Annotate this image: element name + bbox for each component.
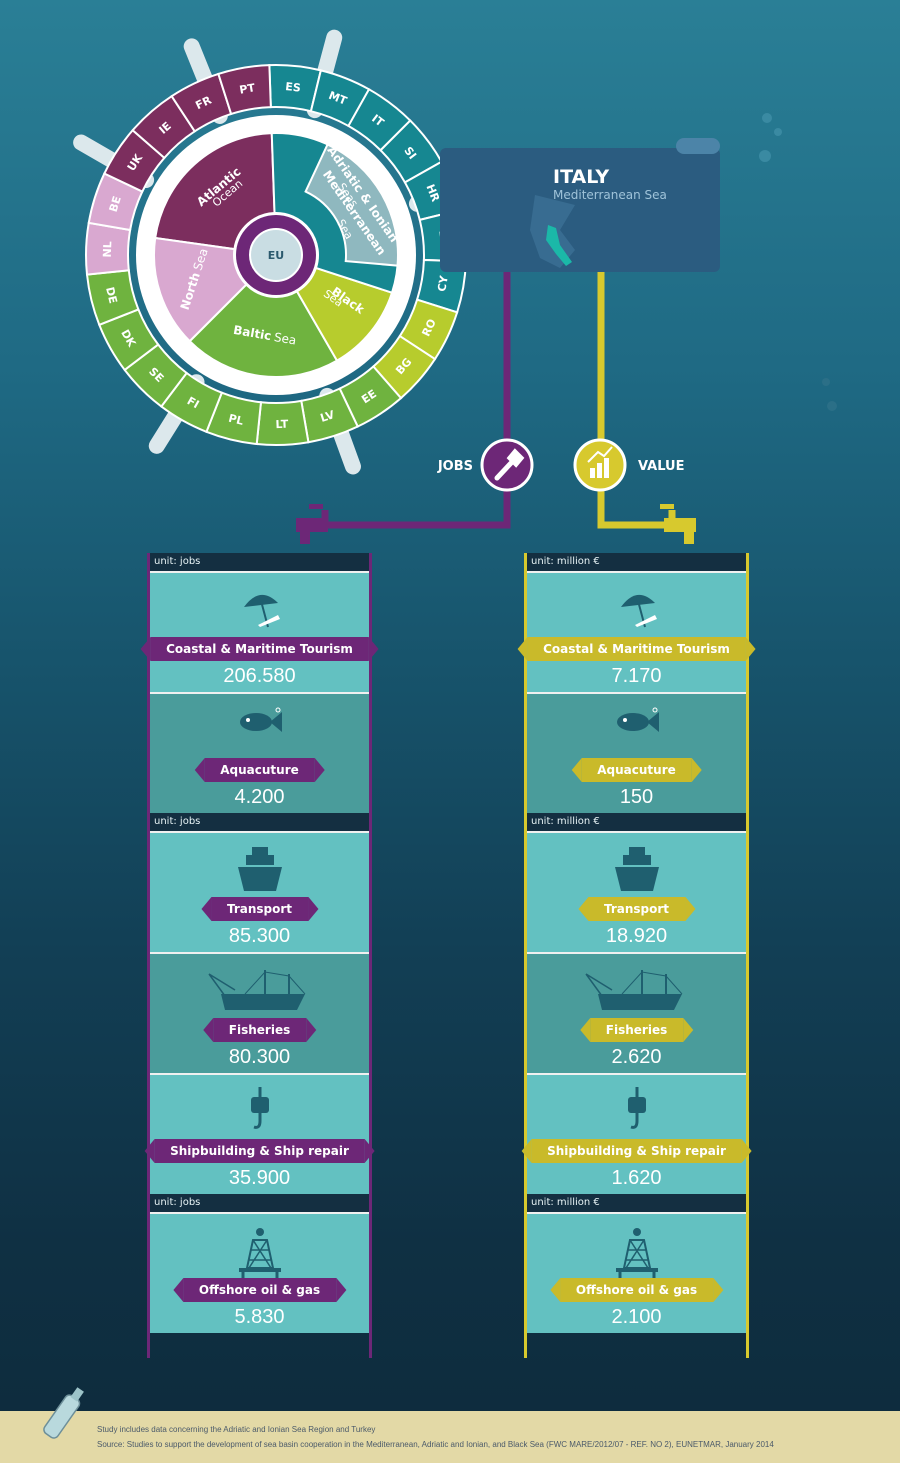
country-label: BE bbox=[107, 195, 124, 214]
basin-segment bbox=[153, 236, 248, 343]
country-sea: Mediterranean Sea bbox=[553, 188, 667, 202]
basin-segment bbox=[304, 143, 399, 267]
sector-label: Aquacuture bbox=[571, 758, 702, 782]
ship-wheel: ESMTITSIHRELCYROBGEELVLTPLFISEDKDENLBEUK… bbox=[73, 29, 837, 544]
sector-card: Coastal & Maritime Tourism 7.170 bbox=[517, 571, 756, 692]
value-label: VALUE bbox=[638, 459, 685, 474]
country-label: FI bbox=[185, 394, 201, 411]
sector-card: Aquacuture 150 bbox=[527, 692, 746, 813]
unit-label: unit: million € bbox=[527, 553, 746, 571]
value-faucet-icon bbox=[660, 504, 696, 544]
fishing-boat-icon bbox=[582, 966, 692, 1018]
sector-value: 85.300 bbox=[228, 925, 291, 947]
unit-label: unit: million € bbox=[527, 1194, 746, 1212]
sector-value: 5.830 bbox=[234, 1306, 285, 1328]
sector-label: Fisheries bbox=[202, 1018, 317, 1042]
sector-value: 1.620 bbox=[611, 1167, 662, 1189]
eu-globe-icon bbox=[249, 228, 303, 282]
oil-platform-icon bbox=[235, 1226, 285, 1284]
sector-label: Fisheries bbox=[579, 1018, 694, 1042]
sector-card: Fisheries 80.300 bbox=[150, 952, 369, 1073]
sector-value: 150 bbox=[619, 786, 654, 808]
unit-label: unit: jobs bbox=[150, 813, 369, 831]
eu-label: EU bbox=[268, 249, 284, 262]
beach-umbrella-icon bbox=[615, 585, 659, 633]
country-label: DE bbox=[103, 286, 120, 305]
oil-platform-icon bbox=[612, 1226, 662, 1284]
italy-map-icon bbox=[546, 225, 572, 266]
basin-segment bbox=[188, 283, 339, 378]
sea-basin-ring: AtlanticNorthSeaBalticSeaBlackMediterran… bbox=[153, 132, 401, 378]
country-label: ES bbox=[285, 80, 302, 95]
country-label: MT bbox=[327, 89, 349, 108]
sector-label: Aquacuture bbox=[194, 758, 325, 782]
country-name: ITALY bbox=[553, 166, 609, 188]
sector-card: Coastal & Maritime Tourism 206.580 bbox=[140, 571, 379, 692]
sector-value: 80.300 bbox=[228, 1046, 291, 1068]
sector-card: Offshore oil & gas 5.830 bbox=[150, 1212, 369, 1333]
value-pipe bbox=[597, 272, 676, 529]
country-label: FR bbox=[194, 93, 215, 112]
basin-label: BalticSea bbox=[232, 323, 297, 348]
unit-label: unit: jobs bbox=[150, 1194, 369, 1212]
sector-value: 206.580 bbox=[223, 665, 296, 687]
sector-label: Shipbuilding & Ship repair bbox=[521, 1139, 752, 1163]
country-label: NL bbox=[101, 241, 115, 258]
footer-source: Source: Studies to support the developme… bbox=[97, 1440, 774, 1449]
sector-value: 35.900 bbox=[228, 1167, 291, 1189]
country-label: PT bbox=[238, 81, 256, 97]
jobs-pipe bbox=[321, 272, 511, 529]
jobs-label: JOBS bbox=[437, 459, 473, 474]
fishing-boat-icon bbox=[205, 966, 315, 1018]
footer: Study includes data concerning the Adria… bbox=[0, 1387, 900, 1463]
fish-icon bbox=[611, 706, 663, 740]
basin-segment bbox=[154, 132, 276, 251]
sector-value: 18.920 bbox=[605, 925, 668, 947]
ship-icon bbox=[234, 845, 286, 897]
sector-value: 4.200 bbox=[234, 786, 285, 808]
basin-segment bbox=[295, 266, 394, 363]
country-label: LV bbox=[319, 408, 337, 425]
sector-card: Offshore oil & gas 2.100 bbox=[527, 1212, 746, 1333]
sector-label: Transport bbox=[200, 897, 319, 921]
country-label: CY bbox=[435, 274, 451, 293]
sector-label: Coastal & Maritime Tourism bbox=[140, 637, 379, 661]
sector-label: Coastal & Maritime Tourism bbox=[517, 637, 756, 661]
sector-card: Shipbuilding & Ship repair 35.900 bbox=[144, 1073, 375, 1194]
country-label: PL bbox=[227, 412, 245, 428]
sector-value: 2.100 bbox=[611, 1306, 662, 1328]
country-segment bbox=[217, 64, 272, 116]
sector-card: Fisheries 2.620 bbox=[527, 952, 746, 1073]
sector-label: Transport bbox=[577, 897, 696, 921]
sector-value: 7.170 bbox=[611, 665, 662, 687]
fish-icon bbox=[234, 706, 286, 740]
crane-hook-icon bbox=[622, 1087, 652, 1137]
country-label: HR bbox=[423, 182, 442, 204]
country-banner: ITALY Mediterranean Sea bbox=[440, 138, 720, 272]
ship-icon bbox=[611, 845, 663, 897]
country-label: LT bbox=[275, 418, 289, 431]
message-bottle-icon bbox=[43, 1387, 84, 1439]
sector-card: Shipbuilding & Ship repair 1.620 bbox=[521, 1073, 752, 1194]
sector-label: Offshore oil & gas bbox=[172, 1278, 347, 1302]
footer-note: Study includes data concerning the Adria… bbox=[97, 1425, 376, 1434]
sector-card: Transport 18.920 bbox=[527, 831, 746, 952]
sector-card: Aquacuture 4.200 bbox=[150, 692, 369, 813]
jobs-faucet-icon bbox=[296, 504, 328, 544]
sector-value: 2.620 bbox=[611, 1046, 662, 1068]
sector-label: Offshore oil & gas bbox=[549, 1278, 724, 1302]
unit-label: unit: million € bbox=[527, 813, 746, 831]
value-column: unit: million €Coastal & Maritime Touris… bbox=[517, 553, 756, 1358]
beach-umbrella-icon bbox=[238, 585, 282, 633]
crane-hook-icon bbox=[245, 1087, 275, 1137]
unit-label: unit: jobs bbox=[150, 553, 369, 571]
sector-label: Shipbuilding & Ship repair bbox=[144, 1139, 375, 1163]
sector-card: Transport 85.300 bbox=[150, 831, 369, 952]
